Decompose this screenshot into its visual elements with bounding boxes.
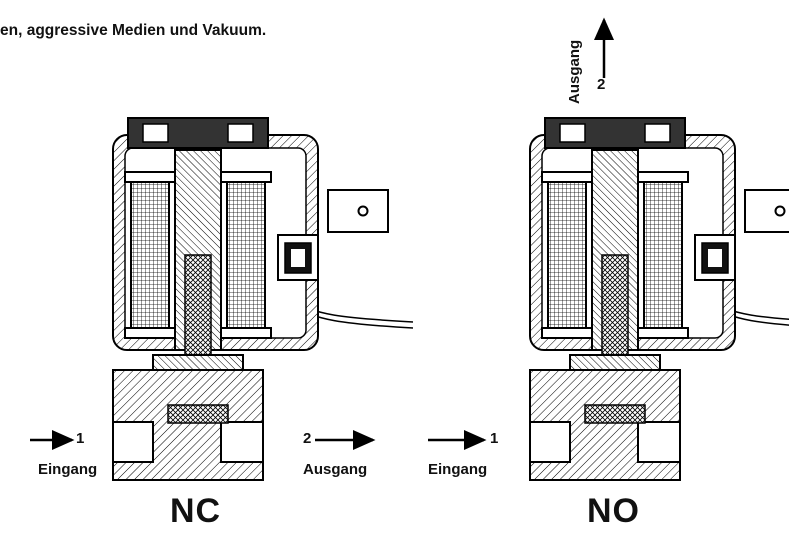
no-port2-number: 2 [597,76,606,93]
nc-title: NC [170,492,222,530]
caption-text: en, aggressive Medien und Vakuum. [0,22,267,39]
nc-port2-label: Ausgang [303,461,368,478]
nc-port2-number: 2 [303,430,312,447]
no-port2-label: Ausgang [566,39,583,104]
nc-port1-label: Eingang [38,461,98,478]
no-title: NO [587,492,640,530]
no-port1-number: 1 [490,430,499,447]
no-port1-label: Eingang [428,461,488,478]
nc-port1-number: 1 [76,430,85,447]
